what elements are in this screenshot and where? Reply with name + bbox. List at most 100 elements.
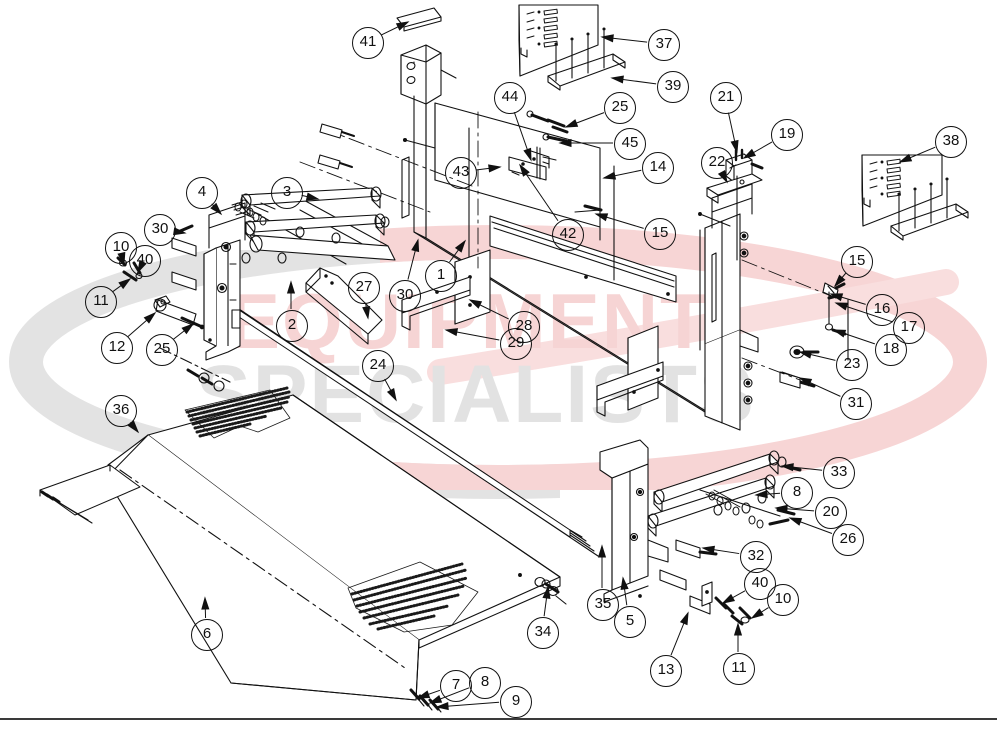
leader-arrow-26 [788,517,803,526]
callout-bubble-20[interactable]: 20 [815,497,847,529]
callout-bubble-12[interactable]: 12 [101,332,133,364]
leader-arrow-19 [742,148,757,159]
callout-bubble-31[interactable]: 31 [840,388,872,420]
part-strip-panel [489,215,677,303]
callout-bubble-27[interactable]: 27 [348,272,380,304]
part-deck-6-36 [39,386,567,713]
callout-bubble-43[interactable]: 43 [445,157,477,189]
callout-bubble-25[interactable]: 25 [604,92,636,124]
leader-arrow-9 [435,702,449,711]
callout-bubble-34[interactable]: 34 [527,617,559,649]
callout-bubble-33[interactable]: 33 [823,457,855,489]
part-post-5 [599,439,669,603]
callout-bubble-30[interactable]: 30 [144,214,176,246]
leader-arrow-15 [833,274,846,288]
callout-bubble-3[interactable]: 3 [271,177,303,209]
leader-arrow-7 [416,690,431,699]
callout-bubble-6[interactable]: 6 [191,619,223,651]
callout-bubble-42[interactable]: 42 [552,219,584,251]
leader-arrow-18 [832,329,847,338]
leader-arrow-36 [127,420,140,434]
callout-bubble-16[interactable]: 16 [866,294,898,326]
callout-bubble-10[interactable]: 10 [767,584,799,616]
leader-arrow-8 [754,490,768,499]
leader-arrow-15 [594,213,609,222]
callout-bubble-9[interactable]: 9 [500,686,532,718]
leader-arrow-17 [834,302,849,311]
callout-bubble-45[interactable]: 45 [614,128,646,160]
callout-bubble-17[interactable]: 17 [893,312,925,344]
callout-bubble-7[interactable]: 7 [440,670,472,702]
leader-arrow-12 [143,311,157,324]
part-bottom-fasteners [541,579,560,594]
part-left-post-4 [203,202,246,361]
callout-bubble-11[interactable]: 11 [85,286,117,318]
callout-bubble-44[interactable]: 44 [494,82,526,114]
part-upper-screws [526,110,603,213]
callout-bubble-2[interactable]: 2 [276,310,308,342]
callout-bubble-4[interactable]: 4 [186,177,218,209]
callout-bubble-18[interactable]: 18 [875,334,907,366]
callout-bubble-29[interactable]: 29 [500,328,532,360]
callout-bubble-19[interactable]: 19 [771,119,803,151]
callout-bubble-26[interactable]: 26 [832,524,864,556]
callout-bubble-1[interactable]: 1 [425,260,457,292]
leader-arrow-8 [428,695,443,704]
leader-arrow-6 [201,596,210,610]
callout-bubble-22[interactable]: 22 [701,147,733,179]
part-cap-plate-41 [396,7,442,32]
leader-arrow-24 [386,387,397,402]
callout-bubble-8[interactable]: 8 [781,477,813,509]
leader-arrow-20 [774,504,788,513]
leader-arrow-23 [798,350,813,359]
callout-bubble-41[interactable]: 41 [352,27,384,59]
leader-arrow-28 [468,299,483,309]
footer-rule [0,718,997,720]
leader-arrow-16 [829,293,844,302]
callout-bubble-15[interactable]: 15 [644,218,676,250]
leader-arrow-14 [602,171,617,180]
callout-bubble-30[interactable]: 30 [389,280,421,312]
callout-bubble-24[interactable]: 24 [362,350,394,382]
leader-arrow-38 [898,153,913,163]
leader-arrow-31 [798,377,813,387]
part-angle-29b [596,361,664,417]
callout-bubble-11[interactable]: 11 [723,653,755,685]
callout-bubble-36[interactable]: 36 [105,395,137,427]
leader-arrow-1 [454,239,467,253]
callout-bubble-35[interactable]: 35 [587,589,619,621]
leader-arrow-13 [679,611,689,626]
callout-bubble-38[interactable]: 38 [935,126,967,158]
centerlines [299,111,837,381]
callout-bubble-15[interactable]: 15 [841,246,873,278]
leader-arrow-40 [721,593,736,604]
callout-bubble-5[interactable]: 5 [614,606,646,638]
leader-arrow-34 [542,585,551,599]
callout-bubble-40[interactable]: 40 [744,568,776,600]
leader-arrow-32 [701,545,715,554]
leader-arrow-42 [519,163,530,177]
leader-arrow-35 [597,544,607,558]
leader-arrow-11 [118,277,132,290]
part-bracket-38 [861,154,969,241]
leader-arrow-25 [564,119,579,128]
callout-bubble-13[interactable]: 13 [650,655,682,687]
callout-bubble-14[interactable]: 14 [642,152,674,184]
part-right-post [704,183,759,431]
callout-bubble-39[interactable]: 39 [657,71,689,103]
callout-bubble-8[interactable]: 8 [469,667,501,699]
callout-bubble-40[interactable]: 40 [129,245,161,277]
leader-arrow-11 [733,622,743,636]
leader-arrow-5 [620,576,629,590]
leader-arrow-2 [286,280,296,294]
leader-arrow-27 [362,305,371,320]
callout-bubble-25[interactable]: 25 [146,334,178,366]
part-bracket-37-39 [518,4,626,91]
callout-bubble-23[interactable]: 23 [836,349,868,381]
leader-arrow-3 [305,192,320,201]
leader-arrow-43 [488,164,502,173]
leader-arrow-39 [610,75,624,84]
leader-arrow-30 [411,238,420,253]
callout-bubble-37[interactable]: 37 [648,29,680,61]
callout-bubble-21[interactable]: 21 [710,82,742,114]
